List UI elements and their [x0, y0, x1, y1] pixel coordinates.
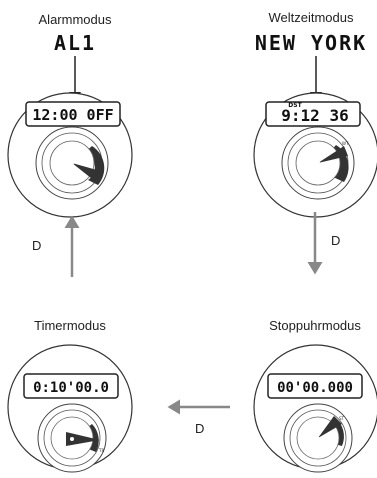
- down-arrow-label: D: [331, 233, 340, 248]
- timer-mode-label: Timermodus: [34, 318, 106, 333]
- alarm-lcd-text: 12:00 0FF: [32, 106, 113, 124]
- stopwatch-mode-label: Stoppuhrmodus: [269, 318, 361, 333]
- dial-mark-wt: WT: [342, 141, 349, 146]
- dial-mark-tr: TR: [98, 448, 104, 453]
- stopwatch-watch: 00'00.000 ST: [253, 344, 377, 473]
- stopwatch-hand: [318, 416, 342, 438]
- alarm-display-text: AL1: [54, 31, 96, 55]
- stopwatch-dial: ST: [283, 403, 353, 473]
- dial-mark-st: ST: [339, 416, 345, 421]
- dst-indicator: DST: [288, 102, 302, 109]
- left-arrow-label: D: [195, 421, 204, 436]
- timer-hand: [66, 432, 100, 446]
- worldtime-display-text: NEW YORK: [255, 31, 367, 55]
- worldtime-dial: WT: [281, 126, 355, 200]
- worldtime-mode-label: Weltzeitmodus: [268, 10, 354, 25]
- alarm-watch: 12:00 0FF: [7, 92, 133, 218]
- alarm-mode-label: Alarmmodus: [39, 12, 112, 27]
- worldtime-lcd-frame: [265, 101, 361, 127]
- timer-lcd-frame: [23, 373, 119, 399]
- alarm-lcd-frame: [25, 101, 121, 127]
- worldtime-watch: DST 9:12 36 WT: [253, 92, 377, 218]
- worldtime-hand: [318, 146, 348, 163]
- worldtime-lcd-text: 9:12 36: [281, 106, 348, 125]
- timer-watch: 0:10'00.0 TR: [7, 344, 133, 473]
- stopwatch-lcd-text: 00'00.000: [277, 380, 353, 396]
- stopwatch-lcd-frame: [267, 373, 363, 399]
- timer-lcd-text: 0:10'00.0: [33, 380, 109, 396]
- alarm-hand: [72, 163, 104, 182]
- timer-dial: TR: [37, 403, 107, 473]
- up-arrow-label: D: [32, 238, 41, 253]
- alarm-dial: [35, 126, 109, 200]
